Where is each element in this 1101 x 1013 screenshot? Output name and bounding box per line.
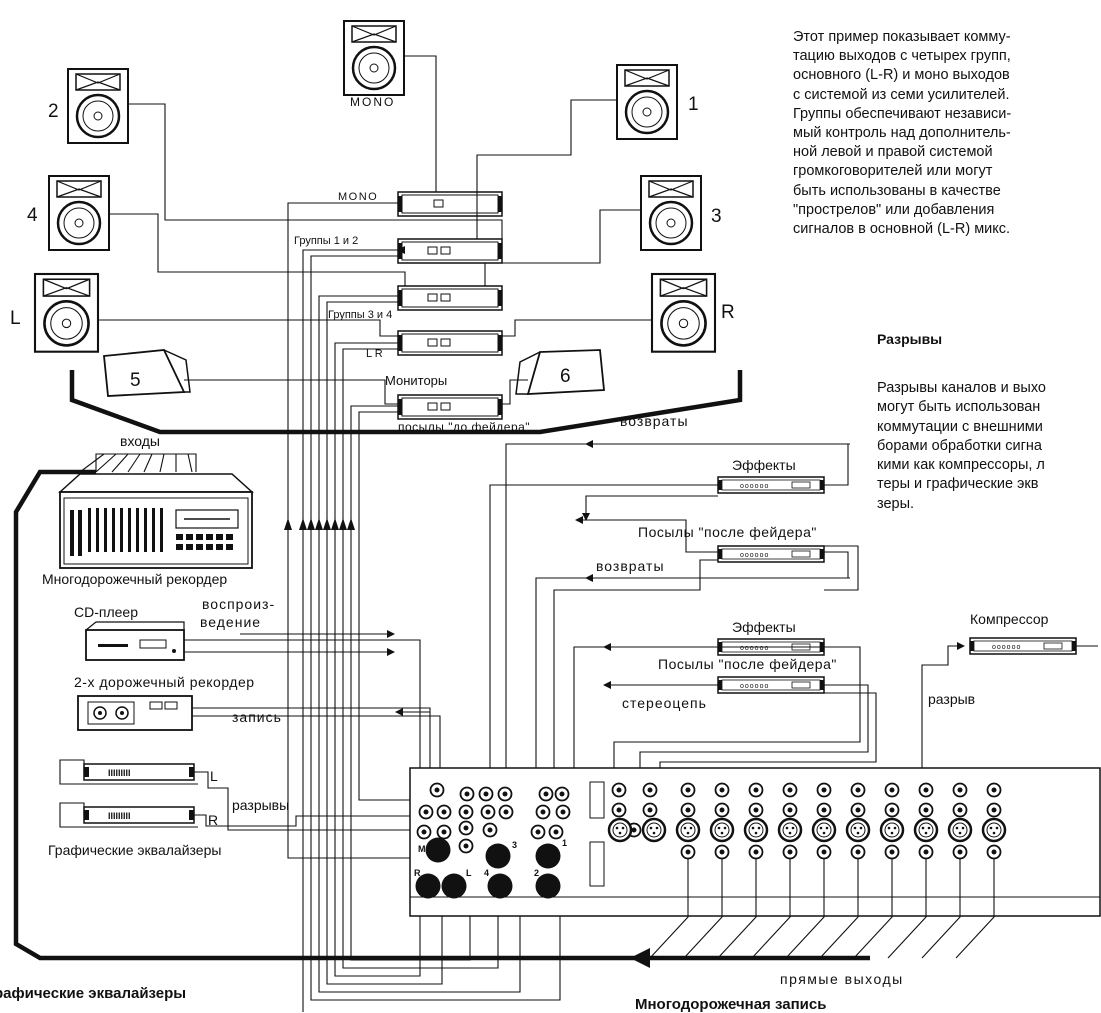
compressor-unit (969, 637, 1077, 655)
amp-arrows (284, 518, 355, 530)
twotrack-recorder (77, 695, 193, 731)
speaker-r (650, 272, 717, 354)
breaks-label: разрывы (232, 797, 289, 813)
graphic-eq-wires (59, 759, 414, 831)
record-label: запись (232, 709, 282, 725)
speaker-1-label: 1 (688, 94, 699, 115)
speaker-4 (47, 174, 111, 252)
effects-unit-2 (717, 545, 825, 563)
amp-mono-label: MONO (338, 191, 378, 203)
amp-groups-34 (397, 285, 503, 311)
compressor-wires (921, 642, 1098, 780)
speaker-4-label: 4 (27, 205, 38, 226)
effects-label: Эффекты (732, 457, 796, 473)
returns2-label: возвраты (596, 558, 665, 574)
monitor-bus (69, 370, 743, 435)
effects-unit-4 (717, 676, 825, 694)
eq-r-label: R (208, 812, 218, 828)
monitor-6-label: 6 (560, 366, 571, 387)
amp-groups-34-label: Группы 3 и 4 (328, 309, 392, 321)
break-label: разрыв (928, 691, 975, 707)
inputs-label: входы (120, 433, 160, 449)
amp-prefader-label: посылы "до фейдера" (398, 420, 530, 434)
graphic-eq-r (83, 806, 195, 824)
speaker-l (33, 272, 100, 354)
amp-mono (397, 191, 503, 217)
cd-player (85, 621, 185, 661)
returns-label: возвраты (620, 413, 689, 429)
mixer-3: 3 (512, 840, 517, 850)
speaker-r-label: R (721, 302, 735, 323)
postfader2-label: Посылы "после фейдера" (658, 656, 837, 672)
multitrack-arrow (630, 948, 650, 968)
multitrack-recorder (58, 473, 254, 569)
playback-label-2: ведение (200, 614, 261, 630)
device-wires (184, 630, 466, 791)
mixer-1: 1 (562, 838, 567, 848)
amp-monitors-label: Мониторы (385, 373, 447, 388)
direct-outs-label: прямые выходы (780, 971, 904, 987)
stereo-label: стереоцепь (622, 695, 707, 711)
playback-label-1: воспроиз- (202, 596, 275, 612)
speaker-wires (98, 55, 652, 405)
compressor-label: Компрессор (970, 611, 1049, 627)
speaker-3-label: 3 (711, 206, 722, 227)
speaker-1 (615, 63, 679, 141)
speaker-l-label: L (10, 308, 21, 329)
mixer-r: R (414, 868, 421, 878)
amp-groups-12-label: Группы 1 и 2 (294, 235, 358, 247)
speaker-2-label: 2 (48, 101, 59, 122)
graphic-eq-l (83, 763, 195, 781)
speaker-mono (342, 19, 406, 97)
multitrack-label: Многодорожечный рекордер (42, 571, 227, 587)
eq-l-label: L (210, 768, 218, 784)
monitor-6 (515, 349, 605, 395)
intro-text: Этот пример показывает комму- тацию выхо… (793, 29, 1012, 238)
multitrack-heading: Многодорожечная запись (635, 996, 827, 1013)
direct-out-wires (649, 858, 995, 959)
cd-label: CD-плеер (74, 604, 138, 620)
geq-label: Графические эквалайзеры (48, 842, 221, 858)
breaks-text: Разрывы каналов и выхо могут быть исполь… (877, 380, 1047, 512)
effects-unit-1 (717, 476, 825, 494)
amp-lr (397, 330, 503, 356)
mixer-2: 2 (534, 868, 539, 878)
effects2-label: Эффекты (732, 619, 796, 635)
speaker-2 (66, 67, 130, 145)
amp-lr-label: L R (366, 348, 383, 360)
amp-groups-12 (397, 238, 503, 264)
monitor-5 (103, 349, 191, 397)
twotrack-label: 2-х дорожечный рекордер (74, 674, 255, 690)
postfader-label: Посылы "после фейдера" (638, 524, 817, 540)
breaks-heading: Разрывы (877, 331, 943, 347)
speaker-3 (639, 174, 703, 252)
graphic-eq-heading: рафические эквалайзеры (0, 985, 187, 1002)
mixer-4: 4 (484, 868, 489, 878)
speaker-mono-label: MONO (350, 95, 395, 109)
mixer-m: M (418, 844, 426, 854)
multitrack-loop (13, 469, 870, 961)
amp-monitors (397, 394, 503, 420)
inputs-fan (79, 453, 197, 473)
mixer-l: L (466, 868, 472, 878)
effects-wires (489, 440, 877, 787)
monitor-5-label: 5 (130, 370, 141, 391)
